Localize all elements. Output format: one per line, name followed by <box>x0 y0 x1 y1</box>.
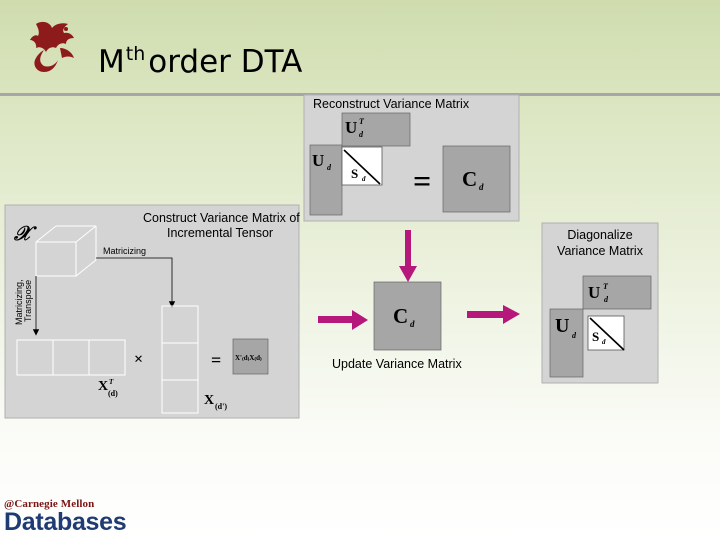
vertical-label-2: Transpose <box>23 280 33 322</box>
cd-update-sub: d <box>410 319 415 329</box>
x-label: X <box>204 393 214 408</box>
title-rest: order DTA <box>148 44 303 80</box>
s-sub: d <box>362 175 366 183</box>
s-label: S <box>351 166 358 181</box>
u-right-label: U <box>555 315 569 337</box>
reconstruct-caption: Reconstruct Variance Matrix <box>313 97 470 111</box>
ut-block-right <box>582 275 652 310</box>
update-block: C d Update Variance Matrix <box>332 281 462 371</box>
update-caption: Update Variance Matrix <box>332 357 462 371</box>
footer: @Carnegie Mellon Databases <box>4 498 127 537</box>
title-main: M <box>98 44 125 80</box>
tensor-cube <box>35 225 97 277</box>
right-arrow-icon <box>467 305 520 324</box>
down-arrow-icon <box>399 230 417 282</box>
dragon-logo-icon <box>30 21 74 72</box>
cd-update-label: C <box>393 304 408 328</box>
s-diagonal <box>343 149 381 185</box>
matricizing-arrow <box>96 257 176 308</box>
xt-sub: (d) <box>108 389 118 398</box>
u-block-right <box>549 308 584 378</box>
title-superscript: th <box>125 43 146 65</box>
s-diagonal-right <box>589 317 625 351</box>
slide-title: Mthorder DTA <box>98 43 303 80</box>
u-sub: d <box>327 163 332 172</box>
right-arrow-icon <box>318 310 368 330</box>
ut-block <box>341 112 411 147</box>
x-sub: (d') <box>215 402 227 411</box>
s-right-label: S <box>592 329 599 344</box>
u-label: U <box>312 151 324 170</box>
construct-caption-2: Incremental Tensor <box>167 226 273 240</box>
c-block <box>442 145 511 213</box>
cd-update-block <box>373 281 442 351</box>
c-sub: d <box>479 182 484 192</box>
u-right-sub: d <box>572 331 577 340</box>
equals-sign: = <box>413 163 431 199</box>
construct-panel-bg <box>4 204 300 419</box>
xt-blocks <box>16 339 126 376</box>
footer-org: @Carnegie Mellon <box>4 498 95 510</box>
times-symbol: × <box>134 351 143 368</box>
ut-sub: d <box>359 130 364 139</box>
construct-caption-1: Construct Variance Matrix of <box>143 211 300 225</box>
construct-panel: Construct Variance Matrix of Incremental… <box>4 204 300 419</box>
x-blocks <box>161 305 199 414</box>
diagonalize-caption-1: Diagonalize <box>567 228 632 242</box>
diagonalize-caption-2: Variance Matrix <box>557 244 644 258</box>
result-block <box>232 338 269 375</box>
equals-sign-left: = <box>211 350 221 370</box>
ut-right-sub: d <box>604 295 609 304</box>
xt-sup: T <box>109 378 114 386</box>
ut-right-label: U <box>588 283 600 302</box>
ut-sup: T <box>359 117 365 126</box>
s-right-sub: d <box>602 338 606 346</box>
ut-right-sup: T <box>603 282 609 291</box>
footer-group: Databases <box>4 508 127 536</box>
diagonalize-panel: Diagonalize Variance Matrix U T d U d S … <box>541 222 659 384</box>
reconstruct-panel: Reconstruct Variance Matrix U T d U d S … <box>303 94 520 222</box>
ut-label: U <box>345 118 357 137</box>
c-label: C <box>462 167 477 191</box>
u-block <box>309 144 343 216</box>
result-label: X'₍d₎X₍d₎ <box>235 354 262 362</box>
tensor-symbol: 𝒳 <box>13 223 37 245</box>
vertical-label-1: Matricizing, <box>14 279 24 325</box>
matricizing-label: Matricizing <box>103 246 146 256</box>
xt-label: X <box>98 379 108 394</box>
